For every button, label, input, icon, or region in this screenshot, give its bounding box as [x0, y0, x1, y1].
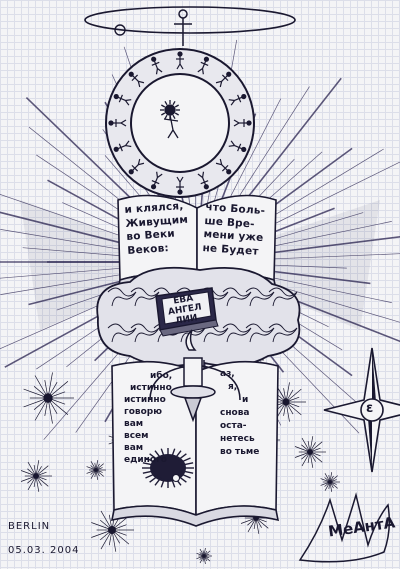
- lower-left-line: вам: [124, 419, 144, 429]
- lower-left-line: всем: [124, 431, 149, 441]
- upper-right-page-text: что Боль- ше Вре- мени уже не Будет: [202, 201, 266, 257]
- halo-ellipse: [84, 6, 296, 34]
- ankh-figure: [174, 9, 192, 46]
- lower-left-line: единого: [124, 455, 167, 465]
- lower-right-line: оста-: [220, 421, 247, 431]
- lower-left-line: ибо,: [150, 371, 173, 381]
- halo-small-circle: [114, 24, 126, 36]
- cover-text: ЕВА АНГЕЛ ЛИИ: [166, 294, 204, 328]
- signature-flourish: [298, 492, 391, 563]
- lower-left-page-text: ибо, истинно истинно говорю вам всем вам…: [124, 372, 172, 465]
- lower-right-page-text: аз, я, и снова оста- нетесь во тьме: [220, 370, 259, 457]
- lower-right-line: я,: [228, 382, 238, 392]
- upper-right-line: мени уже: [203, 227, 264, 245]
- lower-right-line: аз,: [220, 369, 235, 379]
- lower-left-line: истинно: [124, 395, 166, 405]
- ring-figures: [108, 51, 252, 195]
- candle: [170, 329, 216, 423]
- inner-ring: [130, 73, 230, 173]
- upper-right-line: что Боль-: [205, 201, 266, 218]
- lower-right-line: нетесь: [220, 434, 255, 444]
- compass-star-emblem: [323, 347, 400, 473]
- lower-left-line: вам: [124, 443, 144, 453]
- lower-right-line: во тьме: [220, 447, 260, 457]
- location-label: BERLIN: [8, 521, 51, 532]
- dark-spiky-creature: [142, 448, 194, 488]
- gospel-book: [155, 287, 219, 337]
- emblem-symbol: ε: [366, 401, 374, 416]
- lower-left-line: говорю: [124, 407, 162, 417]
- lower-right-line: и: [242, 395, 249, 405]
- date-label: 05.03. 2004: [8, 545, 80, 556]
- upper-left-line: во Веки: [126, 227, 176, 243]
- upper-left-line: Живущим: [125, 213, 189, 230]
- central-radiant-figure: [160, 100, 180, 139]
- lower-left-line: истинно: [130, 383, 172, 393]
- lower-right-line: снова: [220, 408, 250, 418]
- upper-left-page-text: и клялся, Живущим во Веки Веков:: [124, 200, 190, 256]
